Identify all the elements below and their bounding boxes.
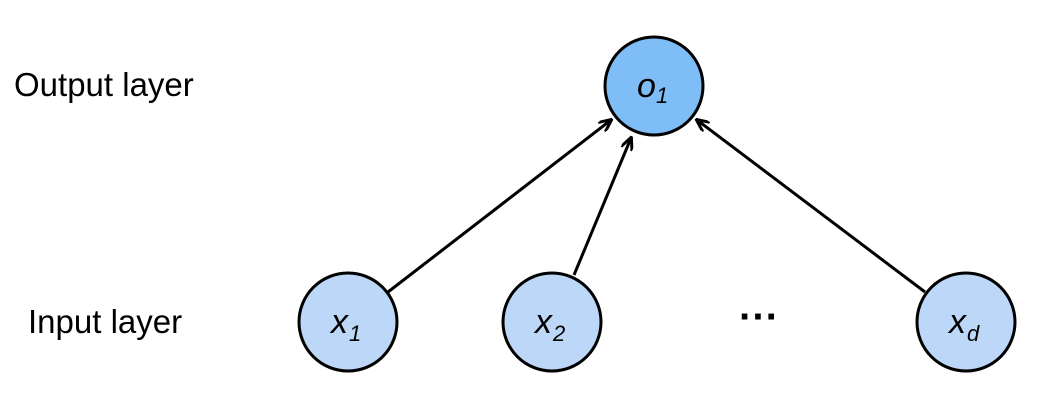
input-node-circle [915,271,1017,373]
input-node-subscript: d [967,321,980,346]
edge-x1-o1 [387,120,611,294]
input-node-x2: x 2 [501,271,603,373]
input-node-xd: x d [915,271,1017,373]
output-node-subscript: 1 [656,83,668,108]
input-node-x1: x 1 [297,271,399,373]
input-node-circle [501,271,603,373]
output-node-label: o [637,67,656,105]
output-layer-label: Output layer [14,66,194,103]
edge-x2-o1 [572,138,631,276]
input-node-circle [297,271,399,373]
input-node-subscript: 2 [552,321,565,346]
input-node-label: x [947,303,967,341]
input-node-label: x [533,303,553,341]
ellipsis: ··· [739,295,779,339]
input-node-subscript: 1 [349,321,361,346]
output-node-o1: o 1 [603,35,705,137]
output-node-circle [603,35,705,137]
input-node-label: x [329,303,349,341]
input-layer-label: Input layer [28,303,182,340]
edge-xd-o1 [697,120,926,294]
